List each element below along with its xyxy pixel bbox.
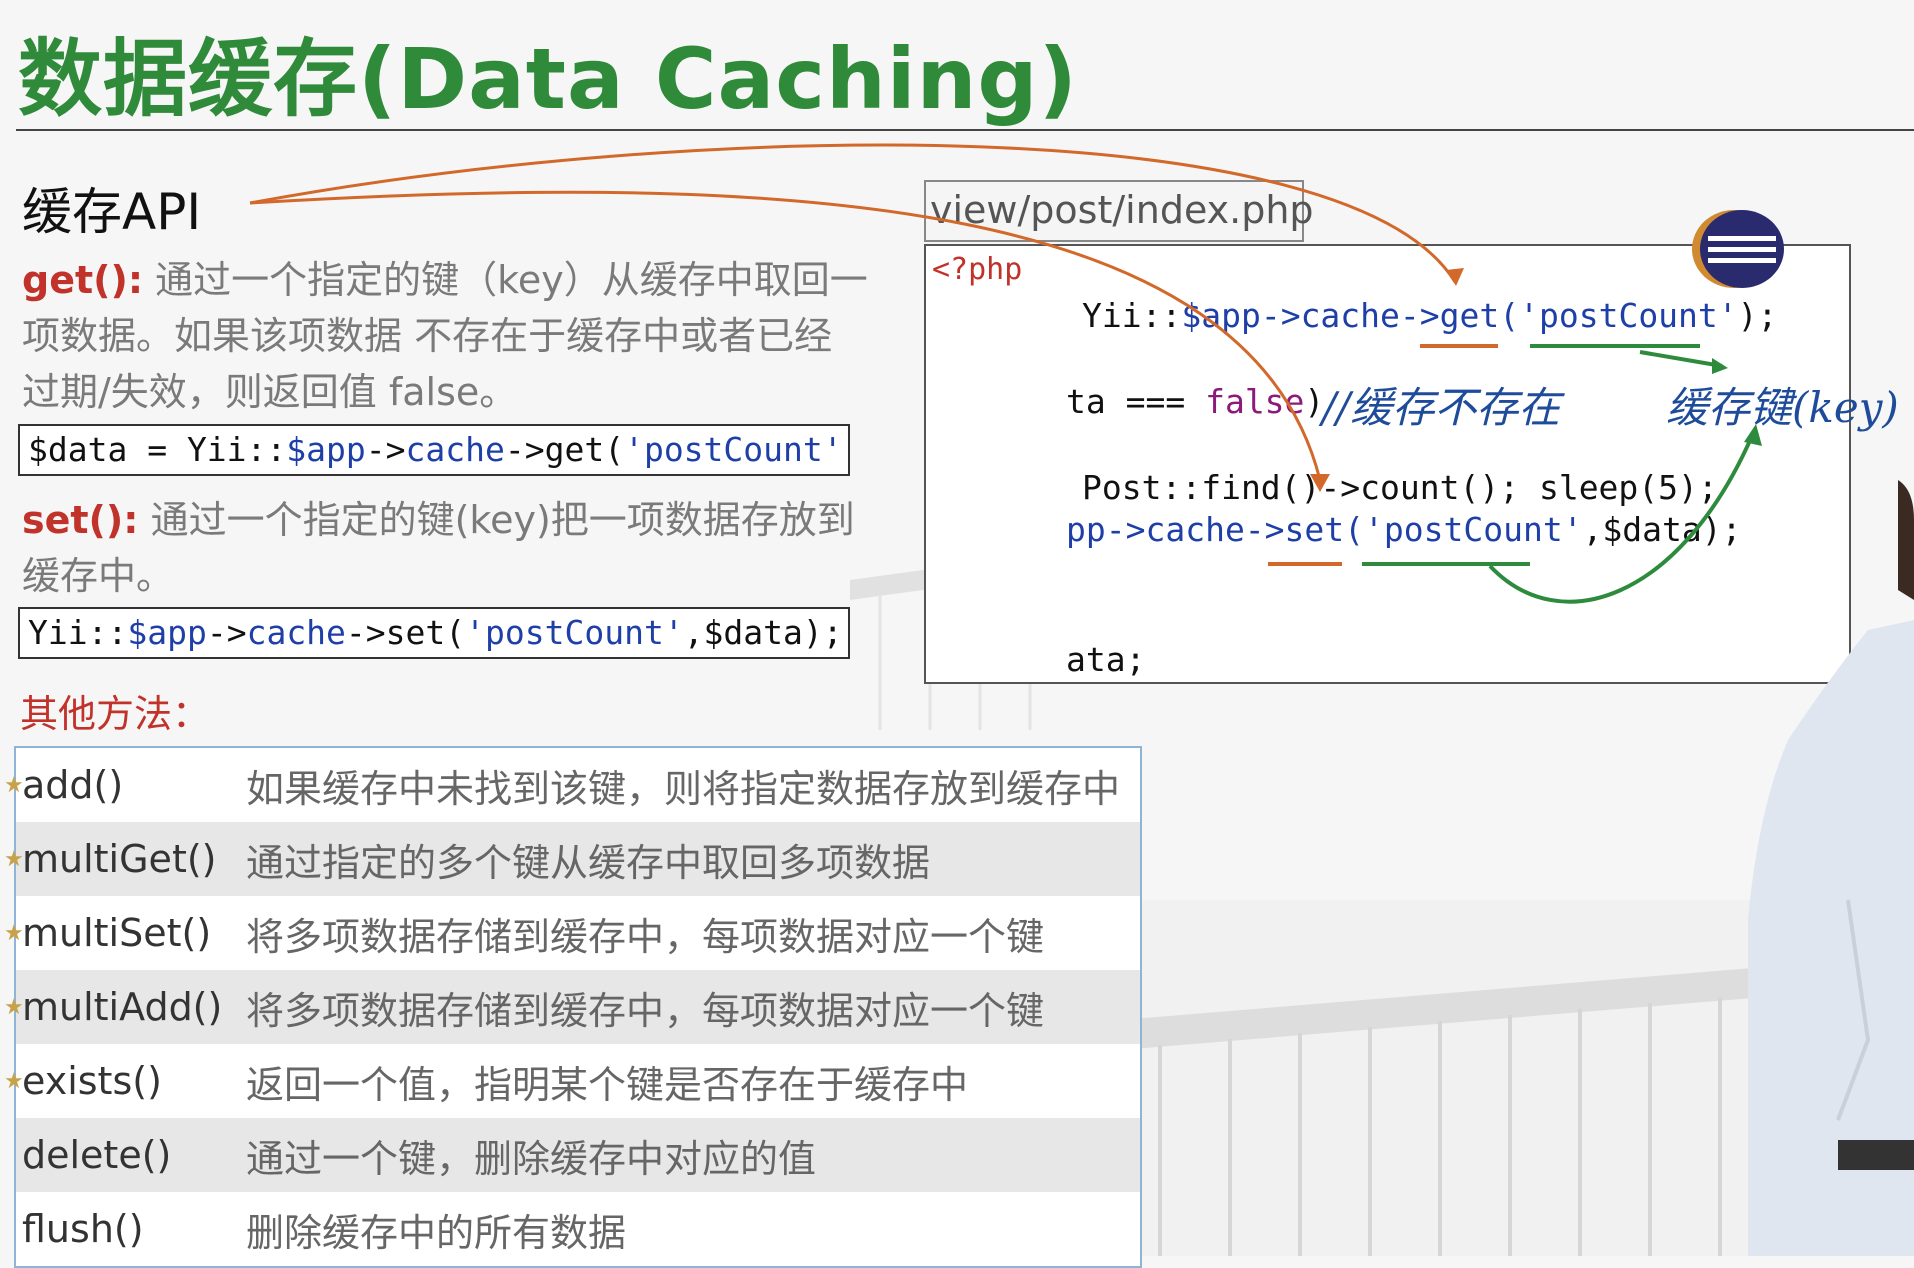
method-desc: 返回一个值，指明某个键是否存在于缓存中 [246, 1062, 969, 1107]
method-name: delete() [22, 1133, 172, 1177]
code-line-find: Post::find()->count(); sleep(5); [1082, 468, 1718, 507]
methods-table: ★add()如果缓存中未找到该键，则将指定数据存放到缓存中 ★multiGet(… [4, 746, 1142, 1268]
method-desc: 删除缓存中的所有数据 [246, 1210, 627, 1255]
code-line-get: Yii::$app->cache->get('postCount'); [1082, 296, 1778, 335]
get-line-2: 项数据。如果该项数据 不存在于缓存中或者已经 [22, 314, 833, 358]
title-divider [16, 129, 1914, 131]
code-line-if: ta === false) [1066, 382, 1325, 421]
method-name: add() [22, 763, 124, 807]
method-desc: 将多项数据存储到缓存中，每项数据对应一个键 [246, 914, 1045, 959]
code-line-return: ata; [1066, 640, 1146, 679]
set-line-1: 通过一个指定的键(key)把一项数据存放到 [150, 498, 852, 542]
table-row: ★multiSet() 将多项数据存储到缓存中，每项数据对应一个键 [4, 896, 1140, 970]
set-description: set(): 通过一个指定的键(key)把一项数据存放到 缓存中。 [22, 492, 852, 604]
table-row: flush() 删除缓存中的所有数据 [16, 1192, 1140, 1266]
method-name: multiAdd() [22, 985, 223, 1029]
table-row: ★multiGet() 通过指定的多个键从缓存中取回多项数据 [4, 822, 1140, 896]
method-name: multiGet() [22, 837, 217, 881]
editor-crop-mask [926, 296, 1036, 322]
set-code-example: Yii::$app->cache->set('postCount',$data)… [18, 607, 850, 659]
method-desc: 将多项数据存储到缓存中，每项数据对应一个键 [246, 988, 1045, 1033]
method-name: multiSet() [22, 911, 212, 955]
method-desc: 通过指定的多个键从缓存中取回多项数据 [246, 840, 931, 885]
star-icon: ★ [4, 846, 24, 872]
file-path-label: view/post/index.php [924, 180, 1314, 242]
star-icon: ★ [4, 1068, 24, 1094]
code-editor-panel: <?php Yii::$app->cache->get('postCount')… [924, 244, 1851, 684]
eclipse-logo-icon [1700, 210, 1784, 288]
method-name: exists() [22, 1059, 162, 1103]
get-description: get(): 通过一个指定的键（key）从缓存中取回一 项数据。如果该项数据 不… [22, 252, 868, 420]
annotation-cache-key: 缓存键(key) [1666, 383, 1899, 432]
code-line-set: pp->cache->set('postCount',$data); [1066, 510, 1742, 549]
get-code-example: $data = Yii::$app->cache->get('postCount… [18, 424, 850, 476]
table-row: delete() 通过一个键，删除缓存中对应的值 [16, 1118, 1140, 1192]
other-methods-label: 其他方法： [20, 692, 211, 736]
star-icon: ★ [4, 920, 24, 946]
background-pier-image [1120, 900, 1850, 1256]
get-keyword: get(): [22, 258, 144, 302]
method-desc: 通过一个键，删除缓存中对应的值 [246, 1136, 817, 1181]
annotation-not-exist: //缓存不存在 [1322, 383, 1561, 432]
php-open-tag: <?php [932, 252, 1023, 287]
set-line-2: 缓存中。 [22, 554, 175, 598]
star-icon: ★ [4, 994, 24, 1020]
star-icon: ★ [4, 772, 24, 798]
method-desc: 如果缓存中未找到该键，则将指定数据存放到缓存中 [246, 766, 1121, 811]
set-keyword: set(): [22, 498, 139, 542]
get-line-1: 通过一个指定的键（key）从缓存中取回一 [155, 258, 868, 302]
get-line-3: 过期/失效，则返回值 false。 [22, 370, 518, 414]
method-name: flush() [22, 1207, 144, 1251]
table-row: ★multiAdd() 将多项数据存储到缓存中，每项数据对应一个键 [4, 970, 1140, 1044]
table-row: ★exists() 返回一个值，指明某个键是否存在于缓存中 [4, 1044, 1140, 1118]
page-title: 数据缓存(Data Caching) [18, 30, 1078, 128]
table-row: ★add() 如果缓存中未找到该键，则将指定数据存放到缓存中 [4, 748, 1140, 822]
section-heading: 缓存API [22, 183, 202, 241]
presenter-image [1748, 480, 1914, 1256]
